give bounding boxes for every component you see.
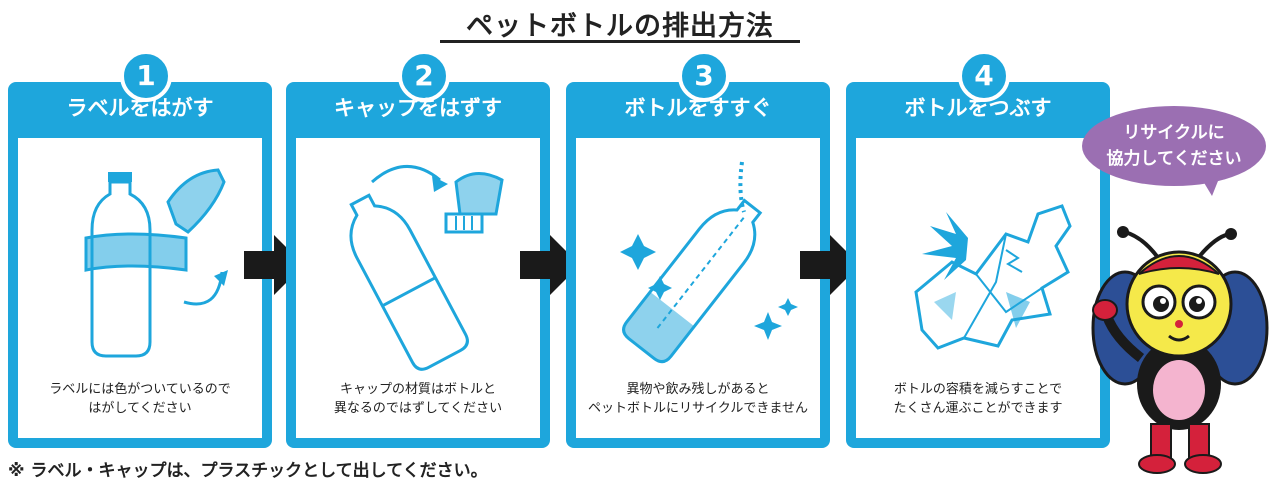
remove-cap-illustration	[349, 165, 504, 371]
step-2-title: キャップをはずす	[334, 96, 502, 120]
step-3-description: 異物や飲み残しがあると ペットボトルにリサイクルできません	[576, 380, 820, 418]
page-title: ペットボトルの排出方法	[466, 11, 774, 42]
step-1-number-badge: 1	[120, 50, 172, 102]
speech-bubble-line-1: リサイクルに	[1123, 123, 1225, 143]
speech-bubble	[1082, 106, 1266, 196]
speech-bubble-line-2: 協力してください	[1106, 149, 1242, 169]
right-arrow-icon	[520, 235, 580, 295]
step-3-title: ボトルをすすぐ	[624, 96, 772, 120]
step-4-description: ボトルの容積を減らすことで たくさん運ぶことができます	[856, 380, 1100, 418]
step-1-desc-line-2: はがしてください	[88, 401, 192, 416]
step-3-desc-line-1: 異物や飲み残しがあると	[626, 382, 770, 397]
step-3-content-area	[576, 138, 820, 438]
step-4-content-area	[856, 138, 1100, 438]
step-2-description: キャップの材質はボトルと 異なるのではずしてください	[296, 380, 540, 418]
step-1-title: ラベルをはがす	[66, 96, 214, 120]
title-underline	[440, 40, 800, 43]
step-4-panel: 4 ボトルをつぶす ボトルの容積を減らすことで たくさん運ぶことができます	[846, 50, 1110, 448]
rinse-bottle-illustration	[620, 161, 798, 364]
step-2-desc-line-2: 異なるのではずしてください	[333, 401, 503, 416]
step-4-title: ボトルをつぶす	[904, 96, 1052, 120]
footnote: ※ ラベル・キャップは、プラスチックとして出してください。	[8, 461, 488, 481]
crush-bottle-illustration	[914, 204, 1072, 350]
bee-mascot-illustration	[1091, 226, 1269, 474]
step-1-panel: 1 ラベルをはがす ラベルには色がついているので はがしてください	[8, 50, 272, 448]
step-2-panel: 2 キャップをはずす キャップの材質はボトルと 異なるのではずしてください	[286, 50, 550, 448]
step-4-number-badge: 4	[958, 50, 1010, 102]
step-1-desc-line-1: ラベルには色がついているので	[49, 382, 231, 397]
step-4-desc-line-2: たくさん運ぶことができます	[893, 401, 1063, 416]
step-2-desc-line-1: キャップの材質はボトルと	[339, 382, 496, 397]
remove-label-illustration	[84, 168, 228, 358]
step-4-desc-line-1: ボトルの容積を減らすことで	[893, 382, 1063, 397]
step-3-number-badge: 3	[678, 50, 730, 102]
step-2-number-badge: 2	[398, 50, 450, 102]
speech-bubble-text: リサイクルに 協力してください	[1088, 120, 1260, 172]
step-1-description: ラベルには色がついているので はがしてください	[18, 380, 262, 418]
step-3-panel: 3 ボトルをすすぐ 異物や飲み残しがあると ペットボトルにリサイクルできません	[566, 50, 830, 448]
step-3-desc-line-2: ペットボトルにリサイクルできません	[588, 401, 808, 416]
right-arrow-icon	[800, 235, 860, 295]
